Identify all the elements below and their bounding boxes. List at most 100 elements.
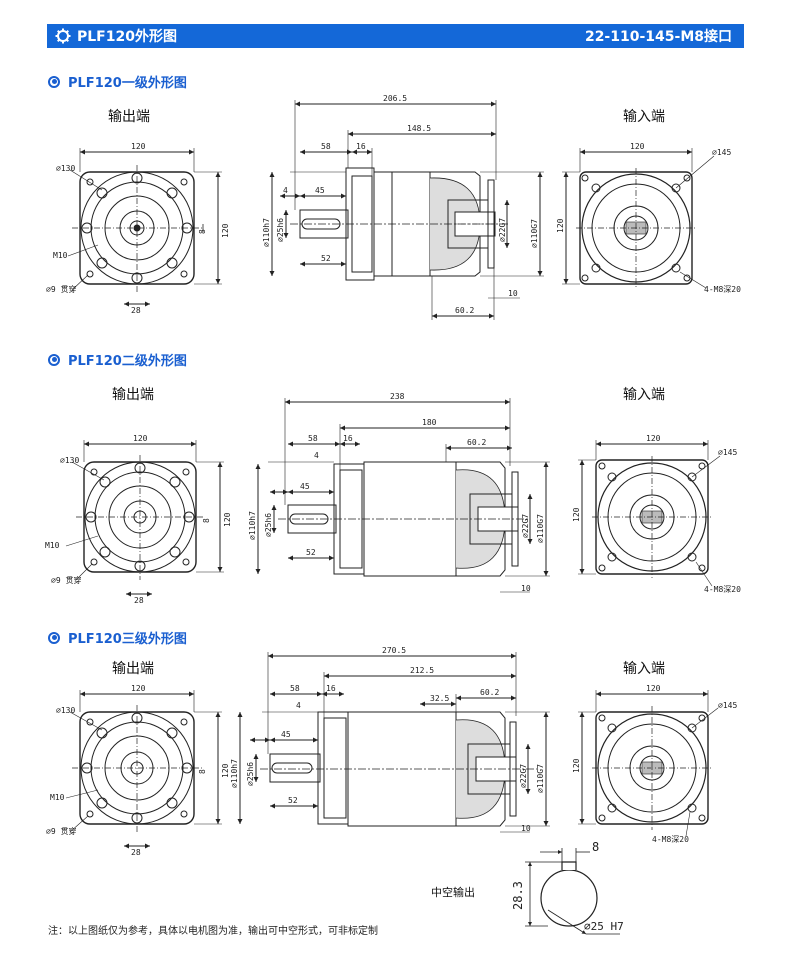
dim-shaft: 28 (134, 596, 144, 605)
stage-1-title-text: PLF120一级外形图 (68, 76, 187, 91)
dim-pilot: ⌀110G7 (536, 764, 545, 793)
dim-hole: ⌀9 贯穿 (46, 826, 76, 836)
dim-thread: 4-M8深20 (652, 835, 689, 844)
dim-shaft: 28 (131, 306, 141, 315)
dim-thread: 4-M8深20 (704, 285, 741, 294)
dim-flange: 58 (308, 434, 318, 443)
dim-key: 8 (202, 518, 211, 523)
dim-width: 120 (133, 434, 148, 443)
footnote: 注：以上图纸仅为参考，具体以电机图为准，输出可中空形式，可非标定制 (48, 926, 378, 937)
dim-total: 206.5 (383, 94, 407, 103)
dim-lip: 10 (521, 584, 531, 593)
bullet-icon (48, 75, 60, 88)
dim-pcd: ⌀145 (712, 148, 731, 157)
dim-d4: 4 (296, 701, 301, 710)
dim-step: 16 (356, 142, 366, 151)
dim-shaft-len: 52 (306, 548, 316, 557)
dim-depth: 60.2 (467, 438, 486, 447)
dim-flange: 58 (321, 142, 331, 151)
stage-1-rear-view (562, 148, 715, 289)
stage-1-output-label: 输出端 (108, 109, 150, 125)
dim-body: 148.5 (407, 124, 431, 133)
dim-height: 120 (223, 512, 232, 527)
stage-2-side-labels: 238 180 60.2 58 16 4 45 52 ⌀110h7 ⌀25h6 … (248, 392, 545, 593)
dim-width: 120 (646, 684, 661, 693)
banner-title: PLF120外形图 (77, 29, 177, 45)
dim-step: 16 (343, 434, 353, 443)
dim-height: 120 (556, 218, 565, 233)
dim-key-len: 45 (300, 482, 310, 491)
dim-thread: M10 (53, 251, 68, 260)
dim-step: 16 (326, 684, 336, 693)
dim-shaft: 28 (131, 848, 141, 857)
dim-pilot: ⌀110G7 (536, 514, 545, 543)
stage-1-front-view (67, 148, 222, 307)
dim-width: 120 (131, 684, 146, 693)
dim-dia2: ⌀25h6 (246, 762, 255, 786)
dim-d4: 4 (314, 451, 319, 460)
dim-thread: M10 (45, 541, 60, 550)
stage-1-rear-labels: 120 ⌀145 120 4-M8深20 (556, 142, 741, 294)
dim-hole: ⌀9 贯穿 (51, 575, 81, 585)
stage-3-side-view (237, 652, 550, 833)
stage-3-front-view (65, 690, 222, 849)
stage-3-input-label: 输入端 (623, 661, 665, 677)
dim-key-len: 45 (281, 730, 291, 739)
dim-height: 120 (572, 758, 581, 773)
dim-bore: ⌀22G7 (521, 514, 530, 538)
dim-dia2: ⌀25h6 (264, 513, 273, 537)
dim-dia2: ⌀25h6 (276, 218, 285, 242)
dim-dia1: ⌀110h7 (262, 218, 271, 247)
stage-2-front-view (65, 440, 224, 597)
dim-pcd: ⌀130 (56, 164, 75, 173)
dim-bore: ⌀22G7 (519, 764, 528, 788)
stage-2-output-label: 输出端 (112, 387, 154, 403)
stage-2-input-label: 输入端 (623, 387, 665, 403)
stage-3-title-text: PLF120三级外形图 (68, 632, 187, 647)
dim-lip: 10 (508, 289, 518, 298)
dim-width: 120 (646, 434, 661, 443)
dim-bore: ⌀22G7 (498, 218, 507, 242)
banner-left: PLF120外形图 (55, 26, 177, 46)
dim-hollow-height: 28.3 (511, 881, 525, 910)
dim-depth: 60.2 (480, 688, 499, 697)
dim-lip: 10 (521, 824, 531, 833)
stage-2-title-text: PLF120二级外形图 (68, 354, 187, 369)
stage-3-rear-labels: 120 ⌀145 120 4-M8深20 (572, 684, 737, 844)
dim-pcd: ⌀130 (56, 706, 75, 715)
stage-1-side-view (269, 100, 544, 320)
dim-width: 120 (131, 142, 146, 151)
dim-shaft-len: 52 (321, 254, 331, 263)
dim-pcd: ⌀145 (718, 448, 737, 457)
dim-height: 120 (221, 763, 230, 778)
stage-1-input-label: 输入端 (623, 109, 665, 125)
dim-shaft-len: 52 (288, 796, 298, 805)
hollow-output-label: 中空输出 (431, 886, 475, 899)
dim-dia1: ⌀110h7 (230, 759, 239, 788)
stage-3-output-label: 输出端 (112, 661, 154, 677)
stage-1-title: PLF120一级外形图 (48, 72, 187, 91)
dim-pcd: ⌀145 (718, 701, 737, 710)
dim-total: 270.5 (382, 646, 406, 655)
bullet-icon (48, 631, 60, 644)
stage-2-title: PLF120二级外形图 (48, 350, 187, 369)
dim-width: 120 (630, 142, 645, 151)
dim-height: 120 (572, 507, 581, 522)
stage-3-side-labels: 270.5 212.5 60.2 32.5 58 16 4 45 52 ⌀110… (230, 646, 545, 833)
dim-key: 8 (198, 229, 207, 234)
stage-3-title: PLF120三级外形图 (48, 628, 187, 647)
stage-3-front-labels: 120 ⌀130 M10 ⌀9 贯穿 28 8 120 (46, 684, 230, 857)
dim-hollow-key: 8 (592, 840, 599, 854)
banner-spec: 22-110-145-M8接口 (584, 29, 732, 45)
dim-body: 212.5 (410, 666, 434, 675)
stage-3-rear-view (578, 690, 719, 837)
dim-pilot: ⌀110G7 (530, 219, 539, 248)
dim-flange: 58 (290, 684, 300, 693)
stage-2-front-labels: 120 ⌀130 M10 ⌀9 贯穿 28 8 120 (45, 434, 232, 605)
dim-thread: M10 (50, 793, 65, 802)
stage-1-side-labels: 206.5 148.5 58 16 4 45 52 ⌀110h7 ⌀25h6 ⌀… (262, 94, 539, 315)
dim-thread: 4-M8深20 (704, 585, 741, 594)
dim-pcd: ⌀130 (60, 456, 79, 465)
dim-mid: 32.5 (430, 694, 449, 703)
